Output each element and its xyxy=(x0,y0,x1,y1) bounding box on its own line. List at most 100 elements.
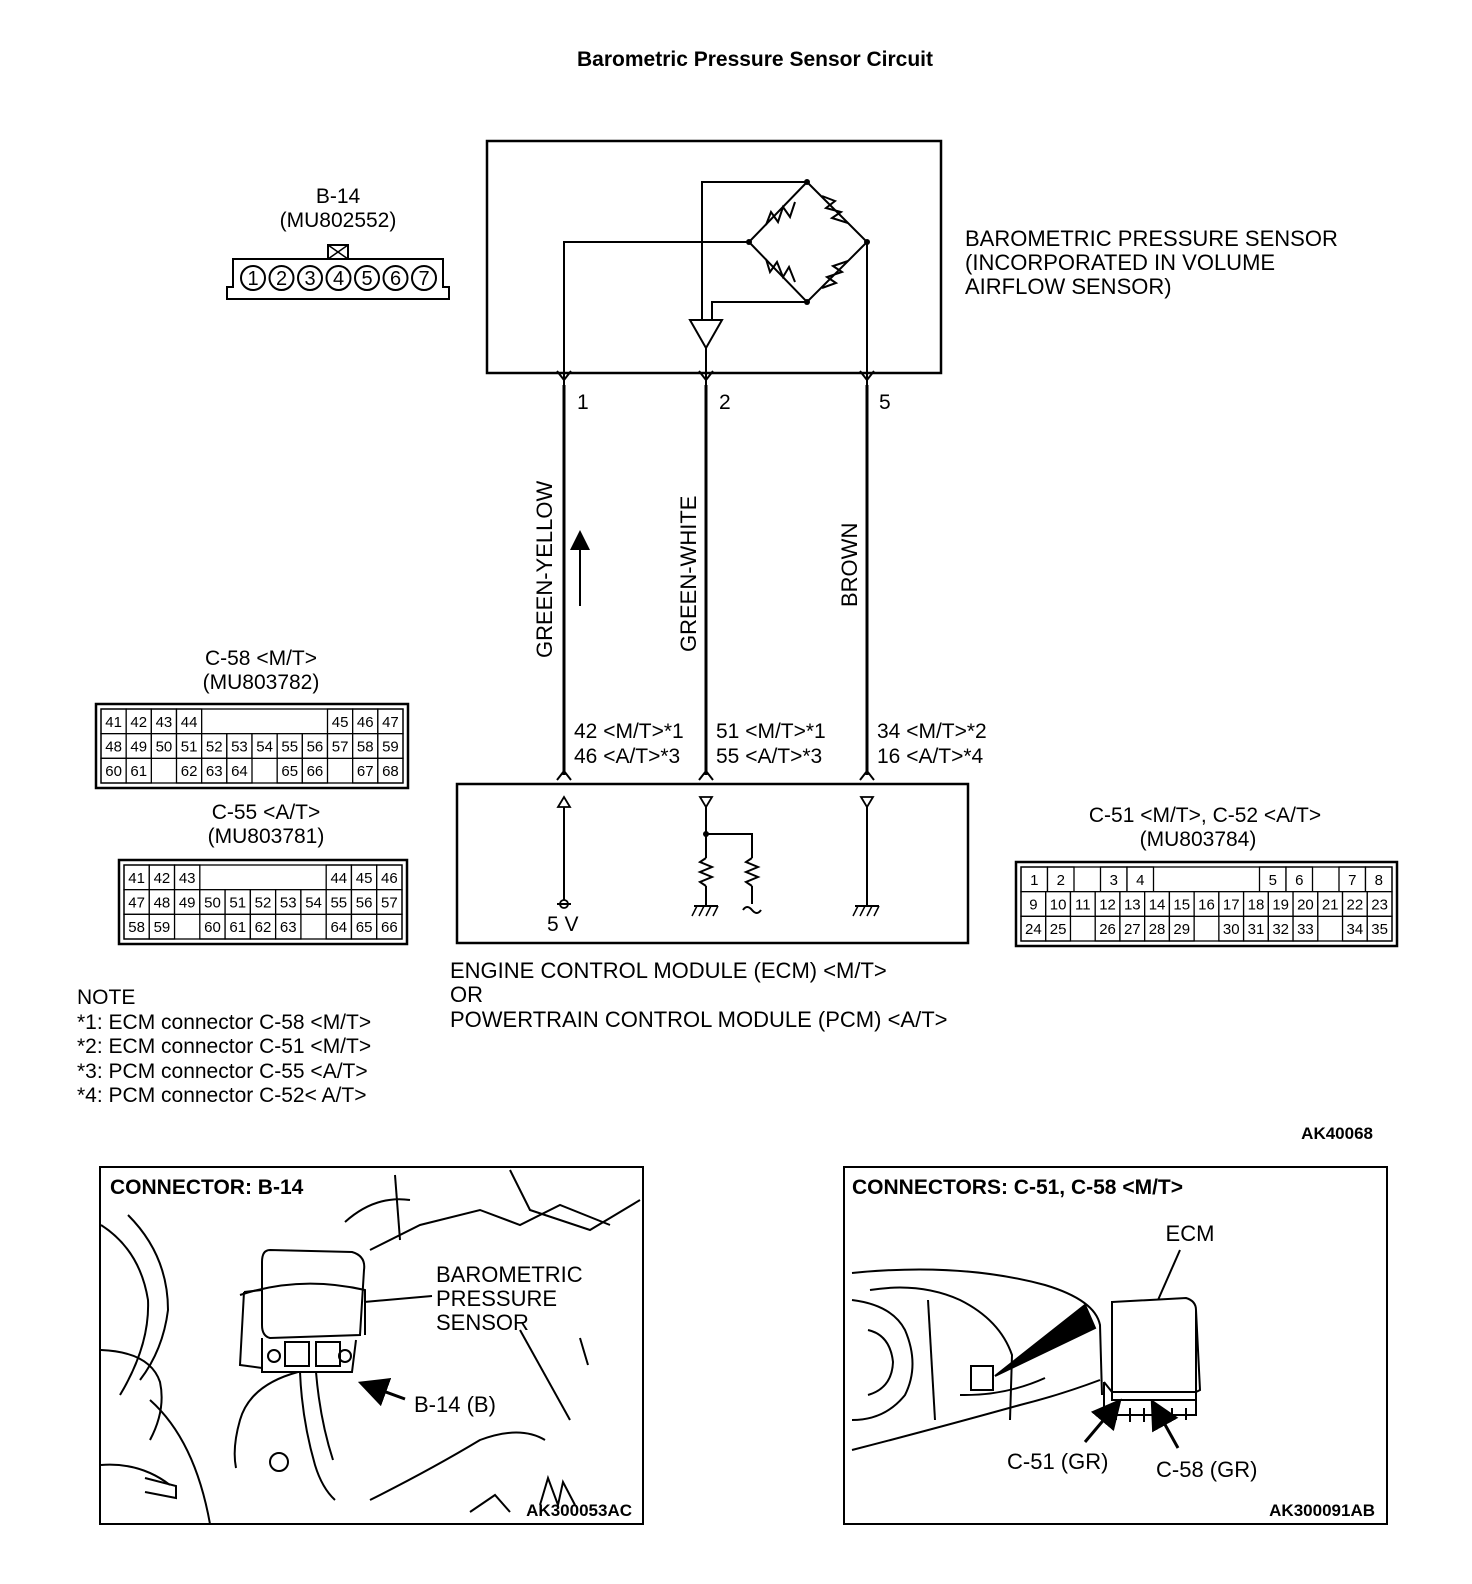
c55-cell xyxy=(300,889,327,915)
c51-pin-label: 29 xyxy=(1173,921,1190,938)
c58-cell xyxy=(276,733,303,759)
c55-pin-label: 46 xyxy=(381,870,398,887)
c58-cell xyxy=(377,708,404,735)
c58-pin-label: 48 xyxy=(105,739,122,756)
c55-pin-label: 43 xyxy=(179,870,196,887)
c58-pin-label: 45 xyxy=(332,714,349,731)
c58-cell xyxy=(150,733,178,759)
diagram-title: Barometric Pressure Sensor Circuit xyxy=(577,48,933,71)
c58-cell xyxy=(175,708,203,735)
c58-pin-label: 65 xyxy=(281,763,298,780)
c51-pin-label: 35 xyxy=(1371,921,1388,938)
terminal-2a: 51 <M/T>*1 xyxy=(716,720,826,743)
c51-pin-label: 14 xyxy=(1149,897,1166,914)
b14-part: (MU802552) xyxy=(280,209,397,232)
c58-pin-label: 56 xyxy=(307,739,324,756)
c51-pin-label: 26 xyxy=(1099,921,1116,938)
note-line-2: *2: ECM connector C-51 <M/T> xyxy=(77,1035,371,1058)
sensor-label-line1: BAROMETRIC PRESSURE SENSOR xyxy=(965,226,1338,251)
c55-cell xyxy=(376,913,403,940)
ecm-box xyxy=(455,769,970,945)
c58-pin-label: 57 xyxy=(332,739,349,756)
terminal-2b: 55 <A/T>*3 xyxy=(716,745,822,768)
c51-connector xyxy=(1014,860,1399,948)
c51-cell xyxy=(1119,915,1146,942)
engine-bay-illustration xyxy=(100,1169,641,1525)
c58-cell xyxy=(326,733,354,759)
c51-name: C-51 <M/T>, C-52 <A/T> xyxy=(1089,804,1321,827)
c58-pin-label: 49 xyxy=(130,739,147,756)
c58-cell xyxy=(150,708,178,735)
c58-pin-label: 61 xyxy=(130,763,147,780)
pin-5-label: 5 xyxy=(879,391,891,414)
ecm-label-line1: ENGINE CONTROL MODULE (ECM) <M/T> xyxy=(450,958,887,983)
c55-pin-label: 59 xyxy=(154,919,171,936)
note-line-3: *3: PCM connector C-55 <A/T> xyxy=(77,1060,368,1083)
photo-b14: CONNECTOR: B-14 BAROMETRIC PRESSURE SENS… xyxy=(99,1166,644,1525)
c58-pin-label: 50 xyxy=(156,739,173,756)
c51-cell xyxy=(1366,915,1393,942)
c51-pin-label: 20 xyxy=(1297,897,1314,914)
c51-pin-label: 18 xyxy=(1248,897,1265,914)
c55-pin-label: 48 xyxy=(154,895,171,912)
c58-pin-label: 58 xyxy=(357,739,374,756)
c58-pin-label: 64 xyxy=(231,763,248,780)
photo2-c51-label: C-51 (GR) xyxy=(1007,1449,1108,1474)
c58-pin-label: 46 xyxy=(357,714,374,731)
c51-cell xyxy=(1020,915,1047,942)
c51-pin-label: 28 xyxy=(1149,921,1166,938)
note-line-1: *1: ECM connector C-58 <M/T> xyxy=(77,1011,371,1034)
c51-pin-label: 11 xyxy=(1075,897,1091,914)
photo2-c58-label: C-58 (GR) xyxy=(1156,1457,1257,1482)
c58-callout-arrow xyxy=(1150,1398,1180,1449)
b14-pin-1 xyxy=(240,265,266,291)
c51-pin-label: 8 xyxy=(1375,872,1383,889)
c51-pin-label: 33 xyxy=(1297,921,1314,938)
b14-name: B-14 xyxy=(316,185,361,208)
c51-callout-arrow xyxy=(1083,1398,1122,1443)
c55-pin-label: 44 xyxy=(330,870,347,887)
c51-cell xyxy=(1045,915,1072,942)
c51-cell xyxy=(1094,891,1121,917)
photo2-code: AK300091AB xyxy=(1269,1501,1375,1520)
c51-pin-label: 25 xyxy=(1050,921,1067,938)
c58-cell xyxy=(201,733,228,759)
c51-pin-label: 10 xyxy=(1050,897,1067,914)
c58-pin-label: 53 xyxy=(231,739,248,756)
c58-pin-label: 52 xyxy=(206,739,223,756)
c58-cell xyxy=(377,757,404,784)
sensor-box xyxy=(485,139,943,385)
b14-pin-label: 4 xyxy=(333,268,344,290)
c55-cell xyxy=(350,889,378,915)
b14-pin-label: 5 xyxy=(361,268,372,290)
c51-cell xyxy=(1168,915,1195,942)
c58-pin-label: 41 xyxy=(105,714,122,731)
c55-pin-label: 57 xyxy=(381,895,398,912)
c51-part: (MU803784) xyxy=(1140,828,1257,851)
photo-c51-c58: CONNECTORS: C-51, C-58 <M/T> ECM C-51 (G… xyxy=(843,1166,1388,1525)
c55-pin-label: 54 xyxy=(305,895,322,912)
c58-pin-label: 63 xyxy=(206,763,223,780)
c58-pin-label: 44 xyxy=(181,714,198,731)
c58-cell xyxy=(352,757,379,784)
c58-name: C-58 <M/T> xyxy=(205,647,317,670)
b14-pin-4 xyxy=(325,265,352,291)
c58-cell xyxy=(226,757,253,784)
c51-pin-label: 23 xyxy=(1371,897,1388,914)
c55-pin-label: 50 xyxy=(204,895,221,912)
c58-pin-label: 43 xyxy=(156,714,173,731)
photo1-label-line1: BAROMETRIC xyxy=(436,1262,583,1287)
c58-pin-label: 62 xyxy=(181,763,198,780)
c55-pin-label: 64 xyxy=(330,919,347,936)
pin-2-label: 2 xyxy=(719,391,731,414)
c51-cell xyxy=(1144,915,1171,942)
c55-cell xyxy=(224,913,252,940)
dashboard-illustration xyxy=(851,1268,1202,1451)
c51-pin-label: 17 xyxy=(1223,897,1240,914)
c55-pin-label: 52 xyxy=(255,895,272,912)
c58-pin-label: 60 xyxy=(105,763,122,780)
terminal-3a: 34 <M/T>*2 xyxy=(877,720,987,743)
c58-pin-label: 54 xyxy=(256,739,273,756)
c58-pin-label: 51 xyxy=(181,739,198,756)
